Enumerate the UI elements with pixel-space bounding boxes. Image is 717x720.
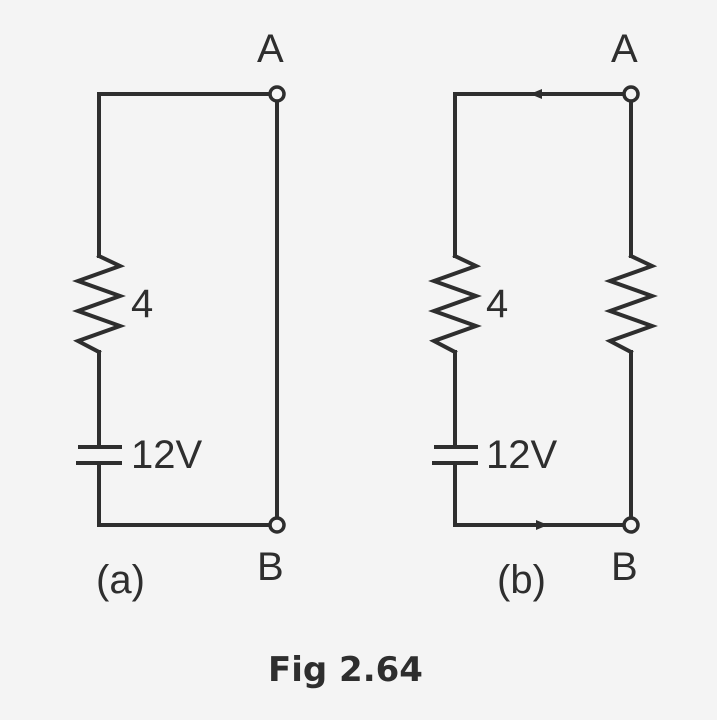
circuit-b-battery-label: 12V xyxy=(486,433,557,477)
circuit-a: A B 4 12V (a) xyxy=(72,27,286,602)
circuit-a-terminal-b xyxy=(268,516,286,534)
circuit-b-terminal-b xyxy=(622,516,640,534)
circuit-b-bottom-arrow xyxy=(536,520,548,530)
circuit-b-left-resistor xyxy=(428,253,482,355)
circuit-a-resistor-label: 4 xyxy=(131,282,153,326)
circuit-b-terminal-b-label: B xyxy=(611,545,638,589)
circuit-a-resistor xyxy=(72,253,126,355)
circuit-b-left-wire-lower xyxy=(453,461,626,527)
circuit-a-left-wire-lower xyxy=(97,461,272,527)
circuit-b: A B 4 12V (b) xyxy=(428,27,658,602)
circuit-b-resistor-label: 4 xyxy=(486,282,508,326)
circuit-b-top-arrow xyxy=(530,89,542,99)
circuit-a-battery-label: 12V xyxy=(131,433,202,477)
circuit-a-sublabel: (a) xyxy=(96,558,145,602)
circuit-a-terminal-b-label: B xyxy=(257,545,284,589)
circuit-a-terminal-a-label: A xyxy=(257,27,284,71)
circuit-b-right-resistor xyxy=(604,253,658,355)
figure-caption: Fig 2.64 xyxy=(268,650,423,690)
circuit-b-terminal-a-label: A xyxy=(611,27,638,71)
circuit-a-terminal-a xyxy=(268,85,286,103)
circuit-b-terminal-a xyxy=(622,85,640,103)
circuit-b-sublabel: (b) xyxy=(497,558,546,602)
